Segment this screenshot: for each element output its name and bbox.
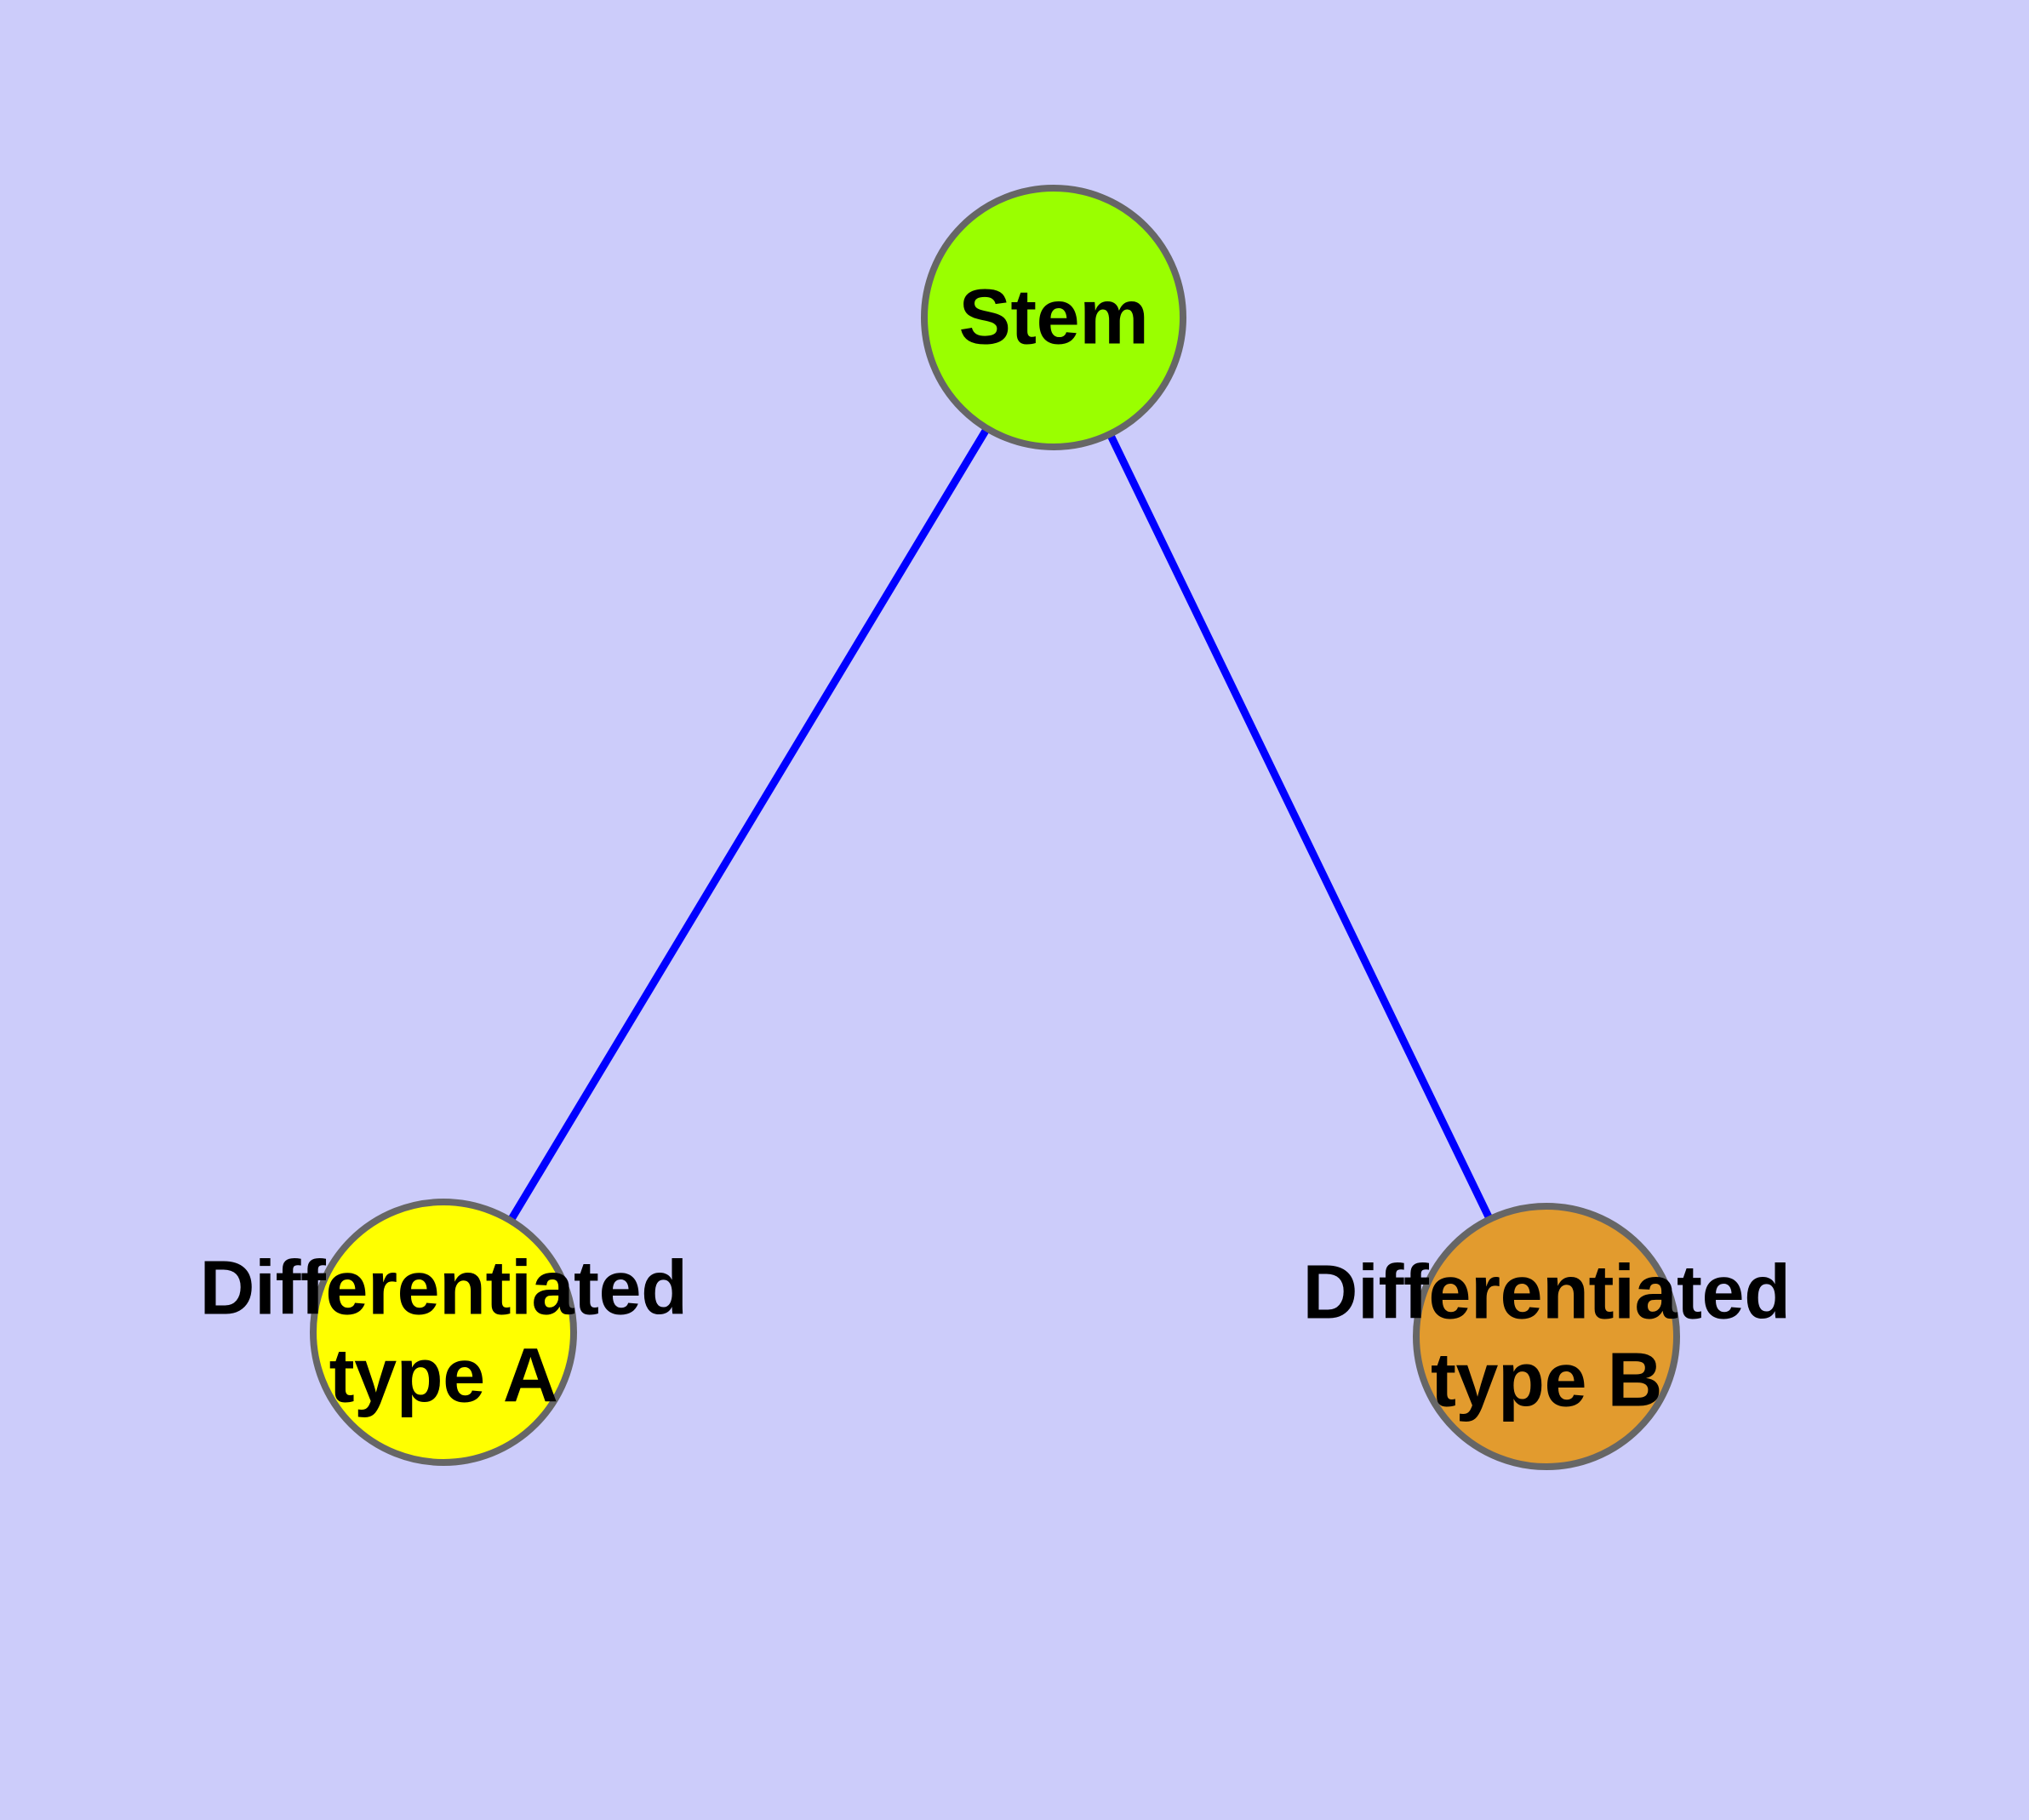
graph-node-diff-b[interactable] (1413, 1203, 1680, 1470)
graph-edge[interactable] (1049, 316, 1551, 1338)
graph-node-stem[interactable] (921, 185, 1186, 450)
graph-edge[interactable] (440, 315, 1057, 1335)
node-layer (310, 185, 1680, 1470)
graph-node-diff-a[interactable] (310, 1199, 577, 1466)
edge-layer (440, 315, 1551, 1338)
